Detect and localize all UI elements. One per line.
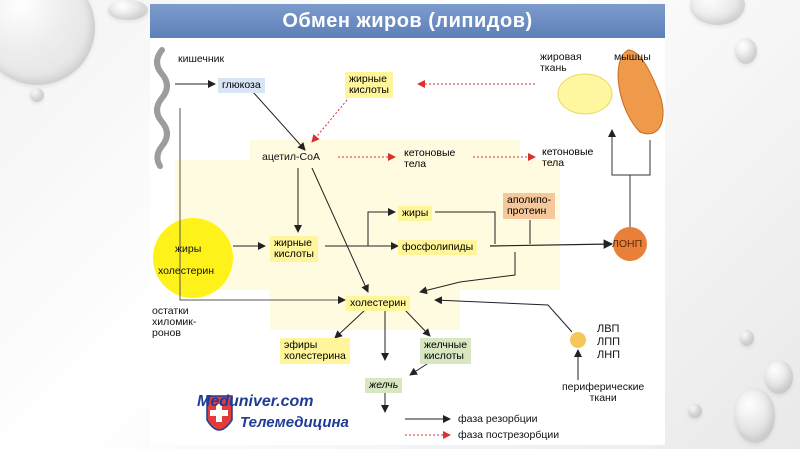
node-fats-mid: жиры xyxy=(398,206,433,221)
node-fatty-acids-mid: жирные кислоты xyxy=(270,236,318,262)
logo-cross-icon xyxy=(210,404,228,422)
lvp-circle xyxy=(570,332,586,348)
node-bile: желчь xyxy=(365,378,403,393)
background-region-2 xyxy=(250,140,520,175)
label-lnp: ЛНП xyxy=(597,349,621,361)
node-apolipoprotein: аполипо- протеин xyxy=(503,193,556,219)
muscle-icon xyxy=(617,49,664,135)
label-peripheral-tissues: периферические ткани xyxy=(562,381,645,404)
node-ketone-bodies-1: кетоновые тела xyxy=(404,147,456,170)
label-adipose-tissue: жировая ткань xyxy=(540,51,582,74)
label-fats-left: жиры xyxy=(175,243,202,255)
label-lvp: ЛВП xyxy=(597,323,620,335)
bubble-small-2 xyxy=(108,0,148,20)
label-muscles: мышцы xyxy=(614,51,651,63)
label-lpp: ЛПП xyxy=(597,336,621,348)
node-cholesterol-esters: эфиры холестерина xyxy=(280,338,350,364)
node-cholesterol-center: холестерин xyxy=(346,296,410,311)
logo-text-2: Телемедицина xyxy=(240,414,349,431)
node-ketone-bodies-2: кетоновые тела xyxy=(542,146,594,169)
node-phospholipids: фосфолипиды xyxy=(398,240,478,255)
fat-droplet-icon xyxy=(153,218,233,298)
adipose-tissue-icon xyxy=(557,73,613,115)
bubble-right-3 xyxy=(765,360,793,394)
bubble-right-4 xyxy=(735,388,775,443)
label-lonp: ЛОНП xyxy=(612,238,643,250)
bubble-right-5 xyxy=(688,404,702,418)
lonp-circle xyxy=(613,227,647,261)
label-cholesterol-left: холестерин xyxy=(158,265,214,277)
legend-resorb-label: фаза резорбции xyxy=(458,413,538,425)
node-fatty-acids-top: жирные кислоты xyxy=(345,72,393,98)
bubble-right-2 xyxy=(740,330,754,346)
legend-postresorb-label: фаза пострезорбции xyxy=(458,429,560,441)
page-title: Обмен жиров (липидов) xyxy=(150,4,665,38)
intestine-icon xyxy=(154,47,170,169)
node-bile-acids: желчные кислоты xyxy=(420,338,472,364)
node-glucose: глюкоза xyxy=(218,78,265,93)
label-intestine: кишечник xyxy=(178,53,225,65)
node-acetyl-coa: ацетил-CoA xyxy=(262,151,320,163)
label-chylomicron-remnants: остатки хиломик- ронов xyxy=(152,305,197,339)
logo-text-1: Meduniver.com xyxy=(197,393,314,410)
bubble-right-1 xyxy=(735,38,757,64)
bubble-small-1 xyxy=(30,88,44,102)
